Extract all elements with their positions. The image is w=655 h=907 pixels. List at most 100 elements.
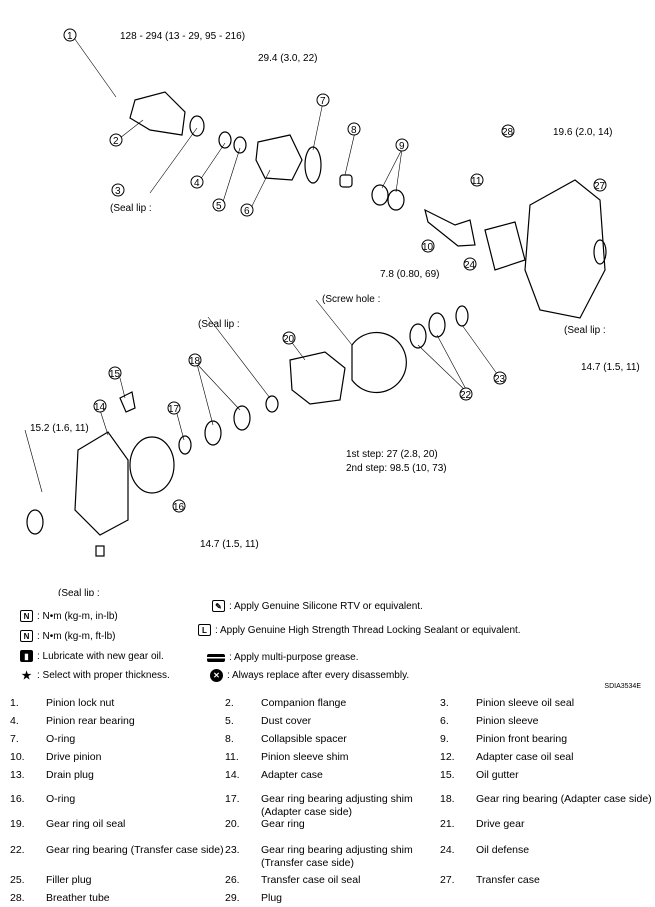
collapsible-spacer: [339, 174, 353, 188]
badge-14: 14: [93, 399, 107, 413]
badge-5: 5: [212, 198, 226, 212]
part-item: 17.Gear ring bearing adjusting shim (Ada…: [225, 793, 441, 818]
callout-step1: 1st step: 27 (2.8, 20): [346, 449, 438, 460]
svg-text:1: 1: [67, 31, 73, 42]
part-name: Drive gear: [476, 818, 525, 830]
callout-12: (Seal lip :: [58, 588, 100, 596]
part-item: 29.Plug: [225, 892, 441, 905]
badge-2: 2: [109, 133, 123, 147]
badge-24: 24: [463, 257, 477, 271]
part-name: Plug: [261, 892, 283, 904]
gear-ring-shim-17: [178, 435, 192, 455]
oil-gutter: [119, 391, 136, 413]
badge-3: 3: [111, 183, 125, 197]
part-name: Transfer case oil seal: [261, 874, 361, 886]
callout-24-torque: 7.8 (0.80, 69): [380, 269, 439, 280]
part-number: 16.: [10, 793, 25, 805]
part-name: Pinion sleeve oil seal: [476, 697, 575, 709]
part-number: 15.: [440, 769, 455, 781]
callout-26: (Seal lip :: [564, 325, 606, 336]
part-name: Breather tube: [46, 892, 110, 904]
part-name: Adapter case oil seal: [476, 751, 574, 763]
badge-4: 4: [190, 175, 204, 189]
part-name: Filler plug: [46, 874, 92, 886]
badge-11: 11: [470, 173, 484, 187]
part-number: 11.: [225, 751, 239, 763]
svg-text:20: 20: [283, 334, 295, 345]
replace-icon: ✕: [210, 669, 223, 682]
part-number: 3.: [440, 697, 449, 709]
pinion-sleeve-shim: [484, 221, 526, 271]
svg-text:24: 24: [464, 260, 476, 271]
badge-10: 10: [421, 239, 435, 253]
part-name: Drive pinion: [46, 751, 102, 763]
transfer-case: [524, 179, 606, 319]
part-number: 20.: [225, 818, 240, 830]
part-item: 13.Drain plug: [10, 769, 226, 782]
svg-text:27: 27: [594, 181, 606, 192]
drive-pinion: [424, 208, 476, 247]
part-name: Pinion rear bearing: [46, 715, 135, 727]
legend-grease: : Apply multi-purpose grease.: [207, 652, 359, 663]
svg-text:11: 11: [471, 176, 482, 187]
exploded-diagram: 1 2 3 4 5 6 7 8 9 10 11 14 15 16 17 18 2…: [24, 28, 640, 596]
part-item: 1.Pinion lock nut: [10, 697, 226, 710]
part-name: Companion flange: [261, 697, 347, 709]
part-number: 5.: [225, 715, 234, 727]
legend-select: ★ : Select with proper thickness.: [21, 669, 170, 682]
part-name: Dust cover: [261, 715, 312, 727]
part-number: 18.: [440, 793, 455, 805]
part-number: 14.: [225, 769, 240, 781]
callout-3: (Seal lip :: [110, 203, 152, 214]
badge-28: 28: [501, 124, 515, 138]
part-name: Pinion front bearing: [476, 733, 568, 745]
legend-lubricate: ▮ : Lubricate with new gear oil.: [20, 650, 164, 662]
part-name: Gear ring bearing (Adapter case side): [476, 793, 652, 805]
badge-1: 1: [63, 28, 77, 42]
svg-text:6: 6: [244, 206, 250, 217]
part-item: 11. Pinion sleeve shim: [225, 751, 441, 764]
part-number: 1.: [10, 697, 19, 709]
part-name: Gear ring bearing adjusting shim (Transf…: [261, 844, 413, 869]
pinion-rear-bearing: [218, 131, 232, 149]
badge-27: 27: [593, 178, 607, 192]
badge-8: 8: [347, 122, 361, 136]
badge-17: 17: [167, 401, 181, 415]
callout-torque-top: 29.4 (3.0, 22): [258, 53, 317, 64]
pinion-sleeve-oil-seal: [189, 115, 205, 137]
thread-lock-icon: L: [198, 624, 211, 636]
pinion-front-bearing: [371, 184, 389, 206]
part-item: 18. Gear ring bearing (Adapter case side): [440, 793, 655, 806]
callout-1: 128 - 294 (13 - 29, 95 - 216): [120, 31, 245, 42]
part-item: 5. Dust cover: [225, 715, 441, 728]
part-name: Collapsible spacer: [261, 733, 347, 745]
badge-7: 7: [316, 93, 330, 107]
part-item: 4.Pinion rear bearing: [10, 715, 226, 728]
part-item: 3. Pinion sleeve oil seal: [440, 697, 655, 710]
svg-text:28: 28: [502, 127, 514, 138]
svg-text:10: 10: [422, 242, 434, 253]
part-name: Gear ring oil seal: [46, 818, 126, 830]
svg-text:3: 3: [115, 186, 121, 197]
part-name: Pinion sleeve: [476, 715, 539, 727]
svg-text:9: 9: [399, 141, 405, 152]
part-number: 9.: [440, 733, 449, 745]
gear-ring-bearing-18: [233, 405, 251, 431]
part-name: O-ring: [46, 733, 76, 745]
svg-text:23: 23: [494, 374, 506, 385]
part-number: 8.: [225, 733, 234, 745]
gear-ring-bearing-22: [409, 323, 427, 349]
silicone-icon: ✎: [212, 600, 225, 612]
svg-text:8: 8: [351, 125, 357, 136]
star-icon: ★: [21, 669, 32, 682]
adapter-case-oil-seal: [26, 509, 44, 535]
part-number: 23.: [225, 844, 240, 856]
callout-19: (Seal lip :: [198, 319, 240, 330]
torque-icon: N: [20, 630, 33, 642]
part-item: 7.O-ring: [10, 733, 226, 746]
grease-icon: [207, 653, 225, 662]
gear-ring-oil-seal: [265, 395, 279, 413]
badge-16: 16: [172, 499, 186, 513]
part-item: 16.O-ring: [10, 793, 226, 806]
part-name: Pinion sleeve shim: [261, 751, 349, 763]
